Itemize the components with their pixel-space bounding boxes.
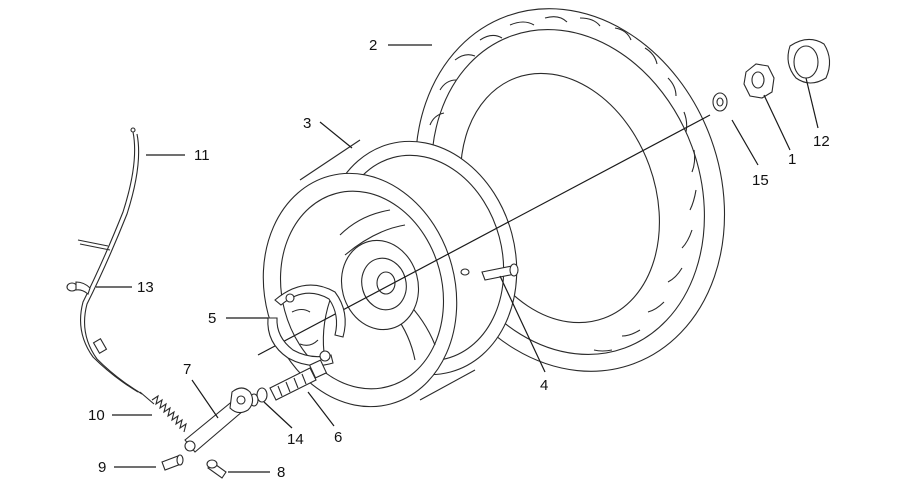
leader-1 xyxy=(763,94,791,151)
label-4: 4 xyxy=(540,377,548,394)
leader-3 xyxy=(319,121,353,149)
axle-washer xyxy=(712,92,728,112)
label-6: 6 xyxy=(334,429,342,446)
label-15: 15 xyxy=(752,172,769,189)
label-3: 3 xyxy=(303,115,311,132)
valve xyxy=(481,263,519,281)
label-11: 11 xyxy=(194,147,210,164)
lever-bolt xyxy=(206,459,227,479)
label-2: 2 xyxy=(369,37,377,54)
brake-cable xyxy=(77,127,155,405)
brake-shoes xyxy=(267,284,346,367)
axle-nut xyxy=(743,63,775,99)
label-8: 8 xyxy=(277,464,285,481)
leader-7 xyxy=(191,379,219,419)
brake-lever xyxy=(184,387,254,453)
label-10: 10 xyxy=(88,407,105,424)
cable-clamp xyxy=(66,281,91,295)
leader-15 xyxy=(731,119,759,166)
brake-cam xyxy=(269,359,328,401)
cable-pin xyxy=(161,454,184,471)
label-1: 1 xyxy=(788,151,796,168)
leader-lines xyxy=(96,44,819,473)
leader-12 xyxy=(805,77,819,129)
label-13: 13 xyxy=(137,279,154,296)
leader-4 xyxy=(499,275,546,373)
leader-14 xyxy=(263,401,293,429)
label-9: 9 xyxy=(98,459,106,476)
label-14: 14 xyxy=(287,431,304,448)
label-7: 7 xyxy=(183,361,191,378)
return-spring xyxy=(151,394,187,433)
label-5: 5 xyxy=(208,310,216,327)
leader-6 xyxy=(307,391,335,427)
label-12: 12 xyxy=(813,133,830,150)
axle-line xyxy=(257,114,711,356)
hub-cap xyxy=(787,38,831,84)
wheel-rim xyxy=(262,139,518,408)
